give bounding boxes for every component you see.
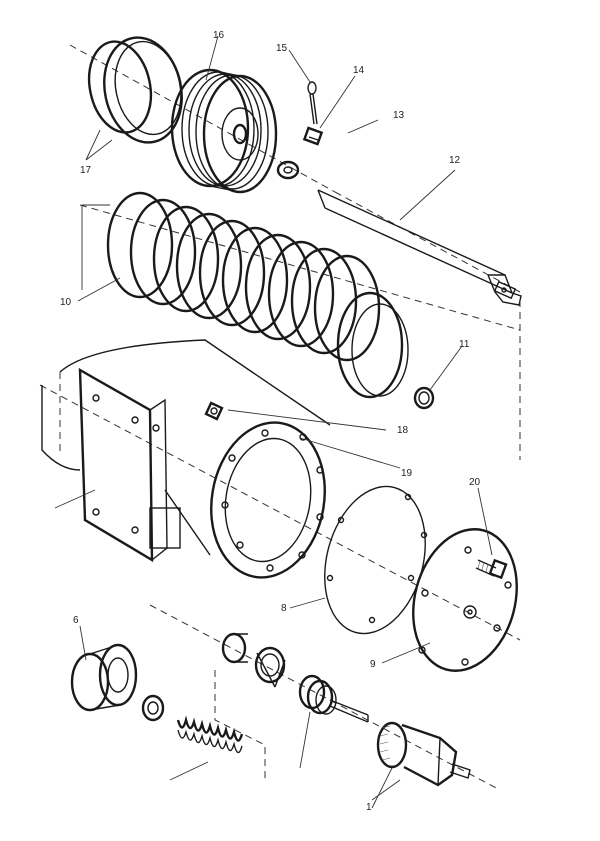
piston <box>170 68 278 194</box>
callout-17: 17 <box>80 165 92 176</box>
gasket-flange <box>210 421 326 579</box>
callout-10: 10 <box>60 297 72 308</box>
callout-1: 1 <box>366 802 372 813</box>
seal-cup-small <box>221 632 248 664</box>
axis-rod <box>334 191 521 293</box>
axis-housing <box>39 384 521 641</box>
callout-13: 13 <box>393 110 405 121</box>
cylinder-housing <box>41 339 331 563</box>
bushing-nut <box>70 643 138 712</box>
o-rings <box>87 36 183 144</box>
callout-11: 11 <box>459 339 470 350</box>
axis-valve <box>149 604 501 791</box>
callout-8: 8 <box>281 603 287 614</box>
retaining-ring <box>413 386 435 410</box>
main-spring <box>81 191 409 399</box>
castle-nut <box>302 126 324 146</box>
diaphragm <box>324 485 428 635</box>
frame-valve <box>214 670 266 780</box>
callouts: 1 8 9 10 11 12 13 14 15 16 17 18 19 20 6 <box>60 30 481 813</box>
callout-18: 18 <box>397 425 409 436</box>
valve-spring <box>169 715 244 781</box>
bolt <box>475 558 508 580</box>
callout-19: 19 <box>401 468 413 479</box>
callout-9: 9 <box>370 659 376 670</box>
cotter-pin <box>307 81 318 125</box>
valve-washer <box>141 694 165 722</box>
callout-12: 12 <box>449 155 461 166</box>
axis-top <box>69 44 336 193</box>
seal-cup-large <box>254 646 286 688</box>
valve-body <box>371 721 471 809</box>
washer <box>276 160 300 180</box>
leader-lines <box>54 35 493 801</box>
end-plate <box>412 528 518 672</box>
callout-14: 14 <box>353 65 365 76</box>
callout-6: 6 <box>73 615 79 626</box>
callout-20: 20 <box>469 477 481 488</box>
callout-15: 15 <box>276 43 288 54</box>
callout-16: 16 <box>213 30 225 41</box>
piston-rod <box>317 189 522 306</box>
valve-plunger <box>298 674 369 769</box>
plug <box>204 401 224 421</box>
